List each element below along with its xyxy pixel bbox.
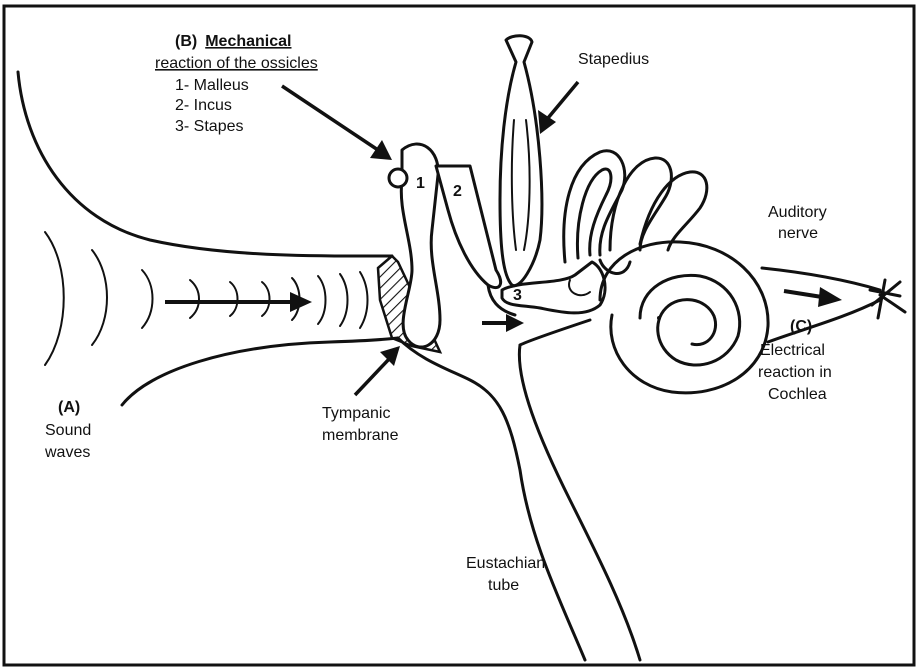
mechanical-reaction-label: (B) Mechanical reaction of the ossicles 1… bbox=[155, 33, 318, 135]
label-tube: tube bbox=[488, 577, 519, 594]
nerve-arrow bbox=[784, 287, 842, 307]
stapedius-muscle bbox=[500, 36, 542, 286]
label-a: (A) bbox=[58, 399, 80, 416]
auditory-nerve-lower bbox=[768, 300, 880, 342]
incus-shape bbox=[436, 166, 501, 288]
ossicle-number-2: 2 bbox=[453, 183, 462, 200]
svg-text:(B)Mechanical: (B) Mechanical bbox=[175, 33, 291, 50]
ossicle-pointer-arrow bbox=[282, 86, 392, 160]
label-incus: 2- Incus bbox=[175, 97, 232, 114]
label-mechanical: Mechanical bbox=[205, 33, 291, 50]
nerve-ending bbox=[870, 280, 905, 318]
label-malleus: 1- Malleus bbox=[175, 77, 249, 94]
malleus-head-knob bbox=[389, 169, 407, 187]
label-tympanic: Tympanic bbox=[322, 405, 390, 422]
label-reaction-in: reaction in bbox=[758, 364, 832, 381]
label-eustachian: Eustachian bbox=[466, 555, 545, 572]
semicircular-canals bbox=[564, 151, 707, 274]
diagram-frame bbox=[4, 6, 914, 665]
sound-arrow bbox=[165, 292, 312, 312]
middle-ear-arrow bbox=[482, 314, 524, 332]
ossicle-number-1: 1 bbox=[416, 175, 425, 192]
label-electrical: Electrical bbox=[760, 342, 825, 359]
eustachian-tube-left-wall bbox=[398, 338, 585, 660]
cochlea-spiral bbox=[600, 242, 768, 393]
tympanic-pointer-arrow bbox=[355, 346, 400, 395]
label-sound: Sound bbox=[45, 422, 91, 439]
auditory-nerve-label: Auditory nerve bbox=[768, 204, 827, 242]
eustachian-tube-right-wall bbox=[519, 320, 640, 660]
label-c: (C) bbox=[790, 318, 812, 335]
stapedius-pointer-arrow bbox=[538, 82, 578, 134]
eustachian-tube-label: Eustachian tube bbox=[466, 555, 545, 594]
label-waves: waves bbox=[44, 444, 90, 461]
label-reaction-of-ossicles: reaction of the ossicles bbox=[155, 55, 318, 72]
label-nerve: nerve bbox=[778, 225, 818, 242]
label-auditory: Auditory bbox=[768, 204, 827, 221]
label-membrane: membrane bbox=[322, 427, 399, 444]
label-stapedius: Stapedius bbox=[578, 51, 649, 68]
label-b-letter: (B) bbox=[175, 33, 197, 50]
tympanic-membrane-label: Tympanic membrane bbox=[322, 405, 399, 444]
sound-waves-label: (A) Sound waves bbox=[44, 399, 91, 461]
label-cochlea: Cochlea bbox=[768, 386, 827, 403]
label-stapes: 3- Stapes bbox=[175, 118, 243, 135]
sound-waves bbox=[45, 232, 368, 365]
auditory-nerve bbox=[762, 268, 880, 290]
ossicle-number-3: 3 bbox=[513, 287, 522, 304]
electrical-reaction-label: (C) Electrical reaction in Cochlea bbox=[758, 318, 832, 403]
